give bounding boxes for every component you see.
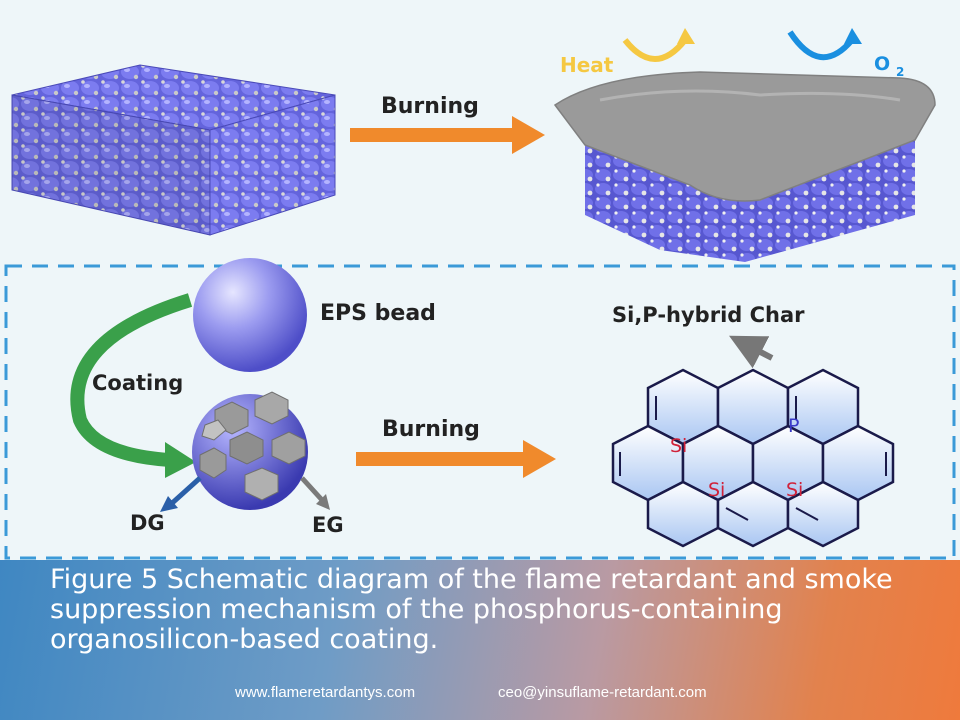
coated-bead <box>192 391 308 510</box>
eps-block <box>11 64 336 236</box>
atom-si-3: Si <box>786 479 803 501</box>
char-up-arrow-icon <box>729 335 774 369</box>
burning-arrow-bottom <box>356 440 556 478</box>
eps-bead-sphere <box>193 258 307 372</box>
burning-label-bottom: Burning <box>382 417 480 442</box>
heat-label: Heat <box>560 53 614 77</box>
oxygen-arrow-icon <box>787 30 855 60</box>
heat-arrow-icon <box>622 38 688 62</box>
eps-bead-label: EPS bead <box>320 301 436 326</box>
atom-si-2: Si <box>708 479 725 501</box>
dg-pointer-icon <box>168 476 202 507</box>
char-network <box>611 368 895 548</box>
footer-website[interactable]: www.flameretardantys.com <box>235 684 416 701</box>
char-inner-bonds <box>619 396 887 521</box>
o2-subscript: 2 <box>896 65 904 79</box>
coating-arrow-icon <box>70 293 193 467</box>
burning-arrow-top <box>350 116 545 154</box>
char-label: Si,P-hybrid Char <box>612 303 805 327</box>
diagram-svg: Burning Heat O 2 EPS bead Coating DG EG <box>4 28 956 560</box>
charred-block <box>553 71 936 262</box>
coating-label: Coating <box>92 371 183 395</box>
atom-si-1: Si <box>670 435 687 457</box>
figure-caption: Figure 5 Schematic diagram of the flame … <box>50 564 893 655</box>
burning-label-top: Burning <box>381 94 479 119</box>
footer-email[interactable]: ceo@yinsuflame-retardant.com <box>498 684 707 701</box>
dashed-border <box>4 264 956 560</box>
dg-label: DG <box>130 511 165 535</box>
atom-p: P <box>788 415 799 437</box>
caption-band <box>0 560 960 720</box>
o2-label: O <box>874 53 890 75</box>
char-layer <box>553 71 936 202</box>
eg-pointer-icon <box>300 476 324 502</box>
eg-label: EG <box>312 513 344 537</box>
